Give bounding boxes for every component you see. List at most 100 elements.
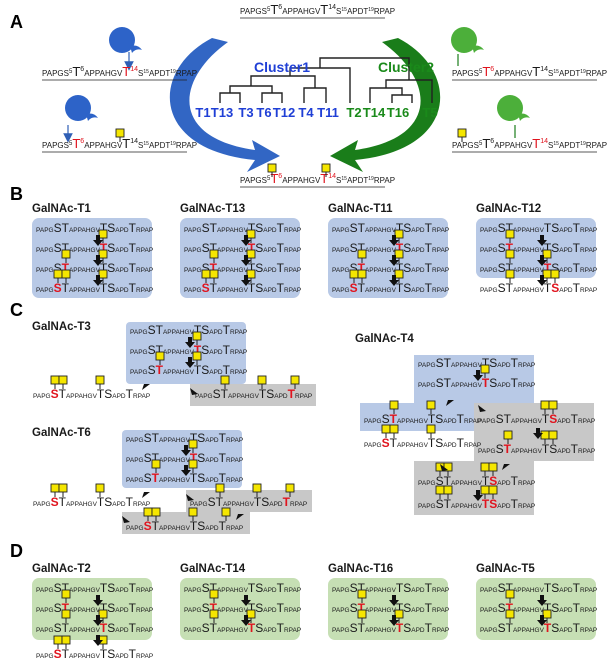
svg-text:PAPGSTAPPAHGVTSAPDTRPAP: PAPGSTAPPAHGVTSAPDTRPAP (332, 621, 449, 635)
cluster1-box (122, 430, 242, 488)
step-arrow-icon (533, 428, 543, 439)
galnac-square-icon (443, 485, 453, 495)
galnac-square-icon (290, 375, 300, 385)
galnac-square-icon (155, 351, 165, 361)
branch-box (186, 490, 312, 512)
galnac-square-icon (505, 249, 515, 259)
galnac-square-icon (98, 609, 108, 619)
panel-title: GalNAc-T12 (476, 203, 541, 215)
galnac-square-icon (58, 375, 68, 385)
peptide-row: PAPGSTAPPAHGVTSAPDTRPAP (184, 269, 301, 295)
svg-text:PAPGSTAPPAHGVTSAPDTRPAP: PAPGSTAPPAHGVTSAPDTRPAP (480, 621, 597, 635)
peptide-row: PAPGSTAPPAHGVTSAPDTRPAP (184, 609, 301, 635)
galnac-square-icon (61, 269, 71, 279)
galnac-square-icon (143, 507, 153, 517)
svg-text:PAPGSTAPPAHGVTSAPDTRPAP: PAPGSTAPPAHGVTSAPDTRPAP (480, 581, 597, 595)
galnac-square-icon (349, 269, 359, 279)
galnac-square-icon (252, 483, 262, 493)
svg-text:PAPGSTAPPAHGVTSAPDTRPAP: PAPGSTAPPAHGVTSAPDTRPAP (418, 474, 535, 488)
leaf-t6: T6 (256, 105, 271, 120)
galnac-square-icon (540, 400, 550, 410)
galnac-square-icon (61, 635, 71, 645)
galnac-square-icon (488, 485, 498, 495)
peptide-row: PAPGSTAPPAHGVTSAPDTRPAP (126, 459, 243, 485)
galnac-square-icon (480, 485, 490, 495)
enzyme-green-icon (497, 95, 530, 121)
svg-text:PAPGSTAPPAHGVTSAPDTRPAP: PAPGSTAPPAHGVTSAPDTRPAP (184, 221, 301, 235)
step-arrow-icon (181, 445, 191, 456)
svg-text:PAPGSTAPPAHGVTSAPDTRPAP: PAPGSTAPPAHGVTSAPDTRPAP (418, 376, 535, 390)
panel-title: GalNAc-T14 (180, 563, 246, 575)
step-arrow-icon (93, 595, 103, 606)
step-arrow-icon (502, 464, 510, 470)
galnac-square-icon (488, 462, 498, 472)
panel-title: GalNAc-T5 (476, 563, 535, 575)
galnac-square-icon (480, 462, 490, 472)
galnac-square-icon (357, 609, 367, 619)
galnac-square-icon (201, 269, 211, 279)
peptide-right-bottom: PAPGS5T6APPAHGVT14S15APDT19RPAP (452, 136, 607, 153)
branch-box (122, 512, 250, 534)
peptide-row: PAPGSTAPPAHGVTSAPDTRPAP (184, 221, 301, 235)
galnac-square-icon (98, 229, 108, 239)
galnac-square-icon (221, 507, 231, 517)
galnac-square-icon (285, 483, 295, 493)
svg-text:PAPGSTAPPAHGVTSAPDTRPAP: PAPGSTAPPAHGVTSAPDTRPAP (130, 343, 247, 357)
peptide-row: PAPGSTAPPAHGVTSAPDTRPAP (184, 229, 301, 255)
peptide-row: PAPGSTAPPAHGVTSAPDTRPAP (130, 331, 247, 357)
galnac-square-icon (357, 269, 367, 279)
galnac-square-icon (215, 483, 225, 493)
peptide-row: PAPGSTAPPAHGVTSAPDTRPAP (480, 249, 597, 275)
peptide-row: PAPGSTAPPAHGVTSAPDTRPAP (184, 589, 301, 615)
step-arrow-icon (93, 615, 103, 626)
galnac-square-icon (192, 351, 202, 361)
svg-text:PAPGSTAPPAHGVTSAPDTRPAP: PAPGSTAPPAHGVTSAPDTRPAP (478, 442, 595, 456)
svg-text:PAPGSTAPPAHGVTSAPDTRPAP: PAPGSTAPPAHGVTSAPDTRPAP (36, 261, 153, 275)
peptide-row: PAPGSTAPPAHGVTSAPDTRPAP (33, 375, 150, 401)
step-arrow-icon (241, 255, 251, 266)
svg-text:PAPGSTAPPAHGVTSAPDTRPAP: PAPGSTAPPAHGVTSAPDTRPAP (184, 261, 301, 275)
peptide-row: PAPGSTAPPAHGVTSAPDTRPAP (332, 581, 449, 595)
peptide-row: PAPGSTAPPAHGVTSAPDTRPAP (195, 375, 312, 401)
galnac-square-icon (95, 483, 105, 493)
galnac-square-icon (209, 249, 219, 259)
step-arrow-icon (142, 384, 150, 390)
panel-title: GalNAc-T11 (328, 203, 393, 215)
svg-text:PAPGSTAPPAHGVTSAPDTRPAP: PAPGSTAPPAHGVTSAPDTRPAP (130, 363, 247, 377)
svg-text:PAPGSTAPPAHGVTSAPDTRPAP: PAPGSTAPPAHGVTSAPDTRPAP (126, 519, 243, 533)
galnac-square-icon (394, 269, 404, 279)
galnac-square-icon (53, 635, 63, 645)
peptide-row: PAPGSTAPPAHGVTSAPDTRPAP (130, 323, 247, 337)
panel-d-galnac-t14: GalNAc-T14PAPGSTAPPAHGVTSAPDTRPAPPAPGSTA… (180, 563, 301, 640)
peptide-row: PAPGSTAPPAHGVTSAPDTRPAP (480, 581, 597, 595)
galnac-square-icon (246, 609, 256, 619)
step-arrow-icon (537, 615, 547, 626)
galnac-square-icon (257, 375, 267, 385)
panel-title-t4: GalNAc-T4 (355, 333, 414, 345)
step-arrow-icon (389, 235, 399, 246)
svg-text:PAPGSTAPPAHGVTSAPDTRPAP: PAPGSTAPPAHGVTSAPDTRPAP (332, 281, 449, 295)
svg-text:PAPGSTAPPAHGVTSAPDTRPAP: PAPGSTAPPAHGVTSAPDTRPAP (36, 221, 153, 235)
galnac-square-icon (435, 485, 445, 495)
panel-title-t3: GalNAc-T3 (32, 321, 91, 333)
peptide-bottom-center: PAPGS5T6APPAHGVT14S15APDT19RPAP (240, 171, 395, 188)
galnac-square-icon (357, 249, 367, 259)
galnac-square-icon (480, 364, 490, 374)
peptide-left-bottom: PAPGS5T6APPAHGVT14S15APDT19RPAP (42, 136, 197, 153)
galnac-square-icon (98, 249, 108, 259)
panel-b-galnac-t12: GalNAc-T12PAPGSTAPPAHGVTSAPDTRPAPPAPGSTA… (476, 203, 597, 295)
galnac-square-icon (188, 507, 198, 517)
galnac-square-icon (503, 430, 513, 440)
peptide-row: PAPGSTAPPAHGVTSAPDTRPAP (332, 609, 449, 635)
svg-text:PAPGSTAPPAHGVTSAPDTRPAP: PAPGSTAPPAHGVTSAPDTRPAP (36, 581, 153, 595)
peptide-row: PAPGSTAPPAHGVTSAPDTRPAP (130, 351, 247, 377)
svg-text:PAPGSTAPPAHGVTSAPDTRPAP: PAPGSTAPPAHGVTSAPDTRPAP (36, 621, 153, 635)
step-arrow-icon (537, 255, 547, 266)
leaf-t5: T5 (422, 105, 437, 120)
peptide-row: PAPGSTAPPAHGVTSAPDTRPAP (126, 439, 243, 465)
step-arrow-icon (186, 494, 194, 501)
step-arrow-icon (185, 357, 195, 368)
svg-text:PAPGSTAPPAHGVTSAPDTRPAP: PAPGSTAPPAHGVTSAPDTRPAP (332, 241, 449, 255)
galnac-square-icon (98, 269, 108, 279)
